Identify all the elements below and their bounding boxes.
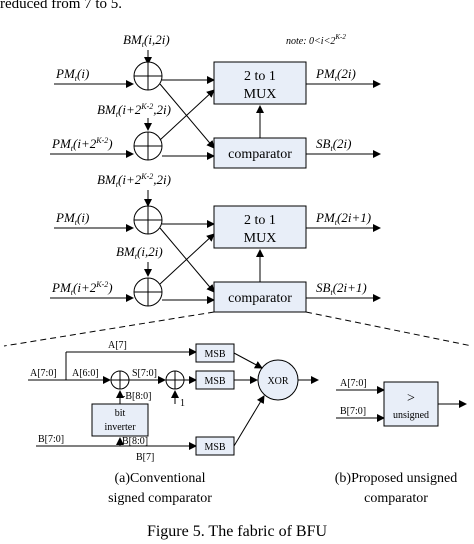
b80-label: B[8:0] [122,436,148,447]
msb3-to-xor [233,395,265,447]
msb-label-1: MSB [204,349,225,360]
mux-1-line2: MUX [244,87,277,102]
xor-label: XOR [267,376,288,387]
b-a70-label: A[7:0] [340,378,367,389]
adder1-to-comparator [159,83,215,149]
a7-label: A[7] [108,340,127,351]
upper-acs-block: BMt(i,2i) PMt(i) BMt(i+2K-2,2i) PMt(i+2K… [50,32,381,189]
mux-1-box [213,61,307,105]
msb1-to-xor [233,352,263,369]
pm-out-2-label: PMt(2i+1) [315,210,371,227]
adder3-to-comparator [159,227,215,293]
bm-mid-label: BMt(i+2K-2,2i) [97,102,171,119]
bit-inverter-line1: bit [115,408,126,419]
msb-label-3: MSB [204,442,225,453]
proposed-unsigned-comparator: A[7:0] B[7:0] > unsigned (b)Proposed uns… [335,378,467,506]
pm-in-4-label: PMt(i+2K-2) [51,280,113,297]
msb-label-2: MSB [204,376,225,387]
mux-2-line1: 2 to 1 [244,213,276,228]
sb-out-1-label: SBt(2i) [316,136,351,153]
s70-label: S[7:0] [132,368,157,379]
caption-a-line1: (a)Conventional [115,471,206,486]
pm-in-1-label: PMt(i) [55,66,89,83]
negb80-label: -B[8:0] [122,391,151,402]
bit-inverter-line2: inverter [104,422,136,433]
b70-label: B[7:0] [38,434,64,445]
zoom-line-left [3,311,215,347]
bit-inverter-box [91,403,149,437]
bm-bot-label: BMt(i+2K-2,2i) [97,172,171,189]
bm-mid-2-label: BMt(i,2i) [116,244,163,261]
lower-acs-block: PMt(i) BMt(i,2i) PMt(i+2K-2) 2 to 1 MUX … [50,190,381,313]
unsigned-label: unsigned [393,410,429,421]
figure-caption: Figure 5. The fabric of BFU [147,523,328,540]
small-adder-2 [165,370,185,390]
pm-in-3-label: PMt(i) [55,210,89,227]
comparator-2-label: comparator [228,291,292,306]
sb-out-2-label: SBt(2i+1) [316,280,367,297]
bm-top-label: BMt(i,2i) [123,32,170,49]
adder-1 [133,61,163,91]
note-label: note: 0<i<2K-2 [286,33,346,47]
adder4-to-mux [159,233,215,285]
conventional-signed-comparator: A[7] A[7:0] A[6:0] S[7:0] 1 -B[8:0] bit [28,340,319,506]
small-adder-1 [110,370,130,390]
adder-2 [133,131,163,161]
pm-out-1-label: PMt(2i) [315,66,356,83]
plus-one-label: 1 [180,398,185,409]
caption-a-line2: signed comparator [108,491,212,506]
caption-b-line1: (b)Proposed unsigned [335,471,458,486]
b7-label: B[7] [136,452,154,463]
mux-2-box [213,205,307,249]
top-partial-text: reduced from 7 to 5. [0,0,122,12]
a60-label: A[6:0] [72,368,99,379]
mux-2-line2: MUX [244,231,277,246]
adder2-to-mux [159,89,215,141]
adder-3 [133,205,163,235]
gt-symbol: > [407,391,415,406]
caption-b-line2: comparator [364,491,428,506]
b-b70-label: B[7:0] [340,406,366,417]
comparator-1-label: comparator [228,147,292,162]
mux-1-line1: 2 to 1 [244,69,276,84]
a70-label: A[7:0] [30,368,57,379]
comparator-2-box [213,281,307,313]
adder-4 [133,277,163,307]
zoom-line-right [305,311,473,347]
pm-in-2-label: PMt(i+2K-2) [51,136,113,153]
